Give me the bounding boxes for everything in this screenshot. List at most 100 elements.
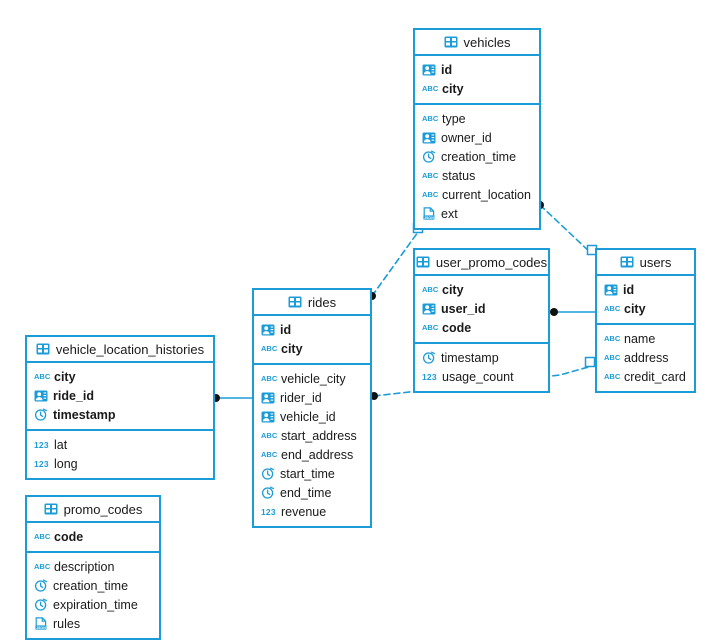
abc-icon: ABC bbox=[422, 170, 439, 180]
table-header-promo_codes[interactable]: promo_codes bbox=[27, 497, 159, 523]
column-field[interactable]: start_time bbox=[254, 464, 370, 483]
field-label: vehicle_city bbox=[281, 371, 346, 386]
clock-icon bbox=[34, 579, 48, 592]
abc-icon: ABC bbox=[34, 371, 51, 381]
column-field[interactable]: creation_time bbox=[27, 576, 159, 595]
key-id-icon bbox=[34, 390, 48, 402]
table-header-vehicles[interactable]: vehicles bbox=[415, 30, 539, 56]
key-id-icon bbox=[422, 132, 436, 144]
column-field[interactable]: rider_id bbox=[254, 388, 370, 407]
table-header-user_promo_codes[interactable]: user_promo_codes bbox=[415, 250, 548, 276]
field-label: timestamp bbox=[53, 407, 116, 422]
field-label: lat bbox=[54, 437, 68, 452]
table-icon bbox=[288, 296, 302, 308]
abc-icon: ABC bbox=[422, 189, 439, 199]
field-label: ride_id bbox=[53, 388, 94, 403]
field-label: address bbox=[624, 350, 669, 365]
column-field[interactable]: vehicle_id bbox=[254, 407, 370, 426]
table-icon bbox=[416, 256, 430, 268]
field-label: start_time bbox=[280, 466, 335, 481]
abc-icon: ABC bbox=[261, 449, 278, 459]
table-icon bbox=[44, 503, 58, 515]
key-id-icon bbox=[261, 411, 275, 423]
table-icon bbox=[444, 36, 458, 48]
json-icon: JSON bbox=[422, 207, 436, 220]
primary-key-field[interactable]: ride_id bbox=[27, 386, 213, 405]
column-field[interactable]: timestamp bbox=[415, 348, 548, 367]
abc-icon: ABC bbox=[604, 333, 621, 343]
abc-icon: ABC bbox=[34, 531, 51, 541]
field-label: city bbox=[624, 301, 646, 316]
table-header-users[interactable]: users bbox=[597, 250, 694, 276]
column-field[interactable]: creation_time bbox=[415, 147, 539, 166]
field-label: city bbox=[281, 341, 303, 356]
field-label: start_address bbox=[281, 428, 357, 443]
field-label: id bbox=[623, 282, 635, 297]
key-id-icon bbox=[422, 303, 436, 315]
primary-key-field[interactable]: id bbox=[597, 280, 694, 299]
primary-key-field[interactable]: timestamp bbox=[27, 405, 213, 424]
numeric-icon: 123 bbox=[261, 507, 276, 518]
table-icon bbox=[620, 256, 634, 268]
field-label: city bbox=[442, 81, 464, 96]
column-field[interactable]: expiration_time bbox=[27, 595, 159, 614]
field-label: id bbox=[280, 322, 292, 337]
primary-key-field[interactable]: user_id bbox=[415, 299, 548, 318]
primary-key-field[interactable]: id bbox=[254, 320, 370, 339]
abc-icon: ABC bbox=[422, 322, 439, 332]
clock-icon bbox=[34, 598, 48, 611]
field-label: code bbox=[442, 320, 472, 335]
field-label: status bbox=[442, 168, 476, 183]
column-field[interactable]: end_time bbox=[254, 483, 370, 502]
clock-icon bbox=[261, 486, 275, 499]
abc-icon: ABC bbox=[422, 113, 439, 123]
table-title: users bbox=[639, 254, 672, 270]
field-label: rider_id bbox=[280, 390, 322, 405]
clock-icon bbox=[422, 351, 436, 364]
numeric-icon: 123 bbox=[422, 372, 437, 383]
column-field[interactable]: owner_id bbox=[415, 128, 539, 147]
primary-key-field[interactable]: id bbox=[415, 60, 539, 79]
key-id-icon bbox=[604, 284, 618, 296]
table-header-rides[interactable]: rides bbox=[254, 290, 370, 316]
field-label: long bbox=[54, 456, 78, 471]
table-header-vehicle_location_histories[interactable]: vehicle_location_histories bbox=[27, 337, 213, 363]
